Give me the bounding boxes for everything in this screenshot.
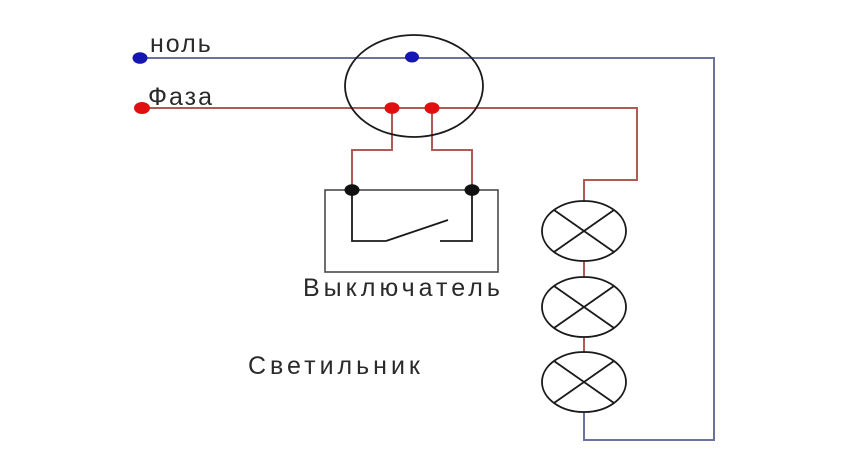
junction-neutral-dot [405,51,419,63]
phase-drop-left-wire [351,108,393,190]
lamp-icon-3 [541,351,627,413]
switch-box [324,189,499,273]
phase-terminal-dot [134,102,150,114]
switch-terminal-dot-left [344,184,360,196]
neutral-terminal-dot [132,52,148,64]
junction-phase-dot-right [424,102,440,114]
switch-label: Выключатель [303,274,504,302]
neutral-wire [140,57,715,441]
switch-terminal-dot-right [464,184,480,196]
lamp-label: Светильник [248,352,424,380]
neutral-label: ноль [150,30,213,58]
lamp-icon-1 [541,200,627,262]
junction-phase-dot-left [384,102,400,114]
phase-label: Фаза [148,83,214,111]
lamp-icon-2 [541,276,627,338]
junction-box-icon [344,34,484,138]
phase-drop-right-wire [431,108,473,190]
switch-blade [385,219,449,242]
switch-contact-left [351,190,386,242]
switch-contact-right [440,190,473,242]
phase-wire [142,107,638,202]
